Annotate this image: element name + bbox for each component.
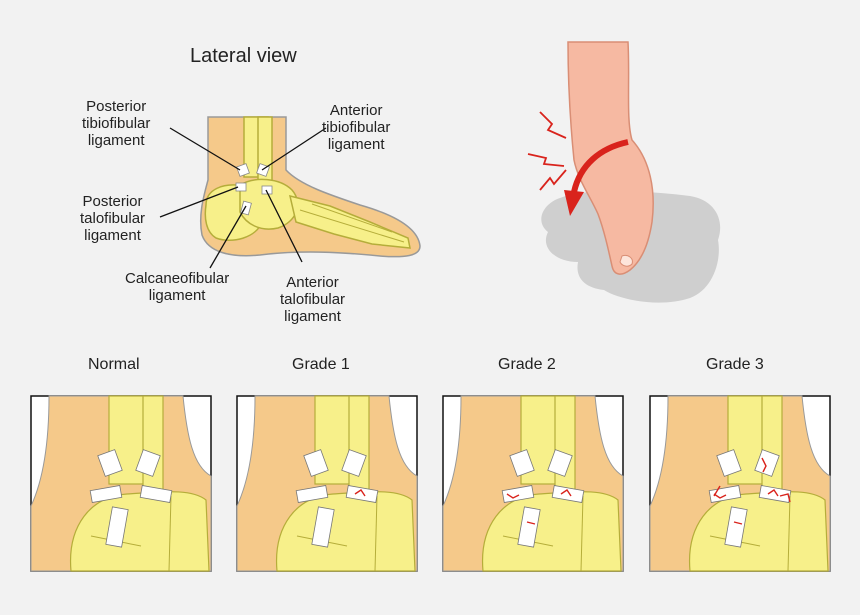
inversion-arrowhead bbox=[564, 190, 584, 216]
grade-label-1: Grade 1 bbox=[292, 356, 350, 373]
toenail bbox=[619, 255, 633, 267]
lateral-view-title: Lateral view bbox=[190, 45, 297, 67]
panel-normal bbox=[30, 395, 212, 572]
panel-grade-1 bbox=[236, 395, 418, 572]
foot-skin bbox=[567, 41, 654, 275]
anterior-tibiofibular-label: Anterior tibiofibular ligament bbox=[322, 102, 391, 153]
panel-grade-2 bbox=[442, 395, 624, 572]
posterior-talofibular-label: Posterior talofibular ligament bbox=[80, 193, 146, 244]
inversion-arrow bbox=[571, 139, 629, 193]
calcaneofibular-label: Calcaneofibular ligament bbox=[125, 270, 230, 304]
anterior-talofibular-label: Anterior talofibular ligament bbox=[280, 274, 346, 325]
grade-label-2: Grade 2 bbox=[498, 356, 556, 373]
posterior-tibiofibular-label: Posterior tibiofibular ligament bbox=[82, 98, 151, 149]
pain-bolt-icons bbox=[527, 111, 567, 191]
panel-grade-3 bbox=[649, 395, 831, 572]
grade-label-normal: Normal bbox=[88, 356, 140, 373]
grade-label-3: Grade 3 bbox=[706, 356, 764, 373]
